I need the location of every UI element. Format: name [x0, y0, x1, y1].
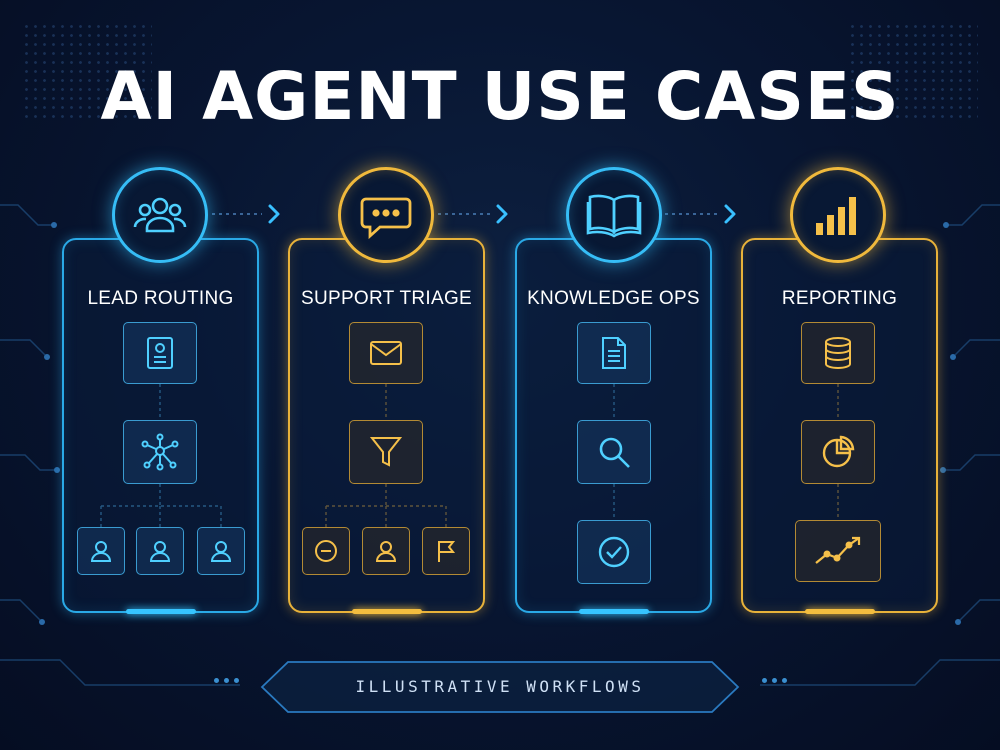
user-icon	[362, 527, 410, 575]
card-accent-bar	[351, 609, 422, 614]
database-icon	[801, 322, 875, 384]
card-title: KNOWLEDGE OPS	[527, 288, 700, 309]
page-title: AI AGENT USE CASES	[100, 58, 900, 135]
profile-card-icon	[123, 322, 197, 384]
chat-bubble-icon	[338, 167, 434, 263]
user-icon	[197, 527, 245, 575]
footer-dots	[214, 678, 239, 683]
document-icon	[577, 322, 651, 384]
card-accent-bar	[578, 609, 649, 614]
minus-circle-icon	[302, 527, 350, 575]
card-title: LEAD ROUTING	[87, 288, 234, 309]
card-title: REPORTING	[781, 288, 898, 309]
open-book-icon	[566, 167, 662, 263]
footer-dots	[762, 678, 787, 683]
card-title: SUPPORT TRIAGE	[300, 288, 473, 309]
pie-chart-icon	[801, 420, 875, 484]
funnel-icon	[349, 420, 423, 484]
card-accent-bar	[125, 609, 196, 614]
user-icon	[77, 527, 125, 575]
dot-grid-decoration	[848, 22, 978, 122]
check-circle-icon	[577, 520, 651, 584]
line-chart-icon	[795, 520, 881, 582]
envelope-icon	[349, 322, 423, 384]
dot-grid-decoration	[22, 22, 152, 122]
card-accent-bar	[804, 609, 875, 614]
user-icon	[136, 527, 184, 575]
flag-icon	[422, 527, 470, 575]
magnifier-icon	[577, 420, 651, 484]
people-group-icon	[112, 167, 208, 263]
bar-chart-icon	[790, 167, 886, 263]
footer-banner: ILLUSTRATIVE WORKFLOWS	[262, 662, 738, 712]
footer-label: ILLUSTRATIVE WORKFLOWS	[355, 677, 645, 696]
network-hub-icon	[123, 420, 197, 484]
